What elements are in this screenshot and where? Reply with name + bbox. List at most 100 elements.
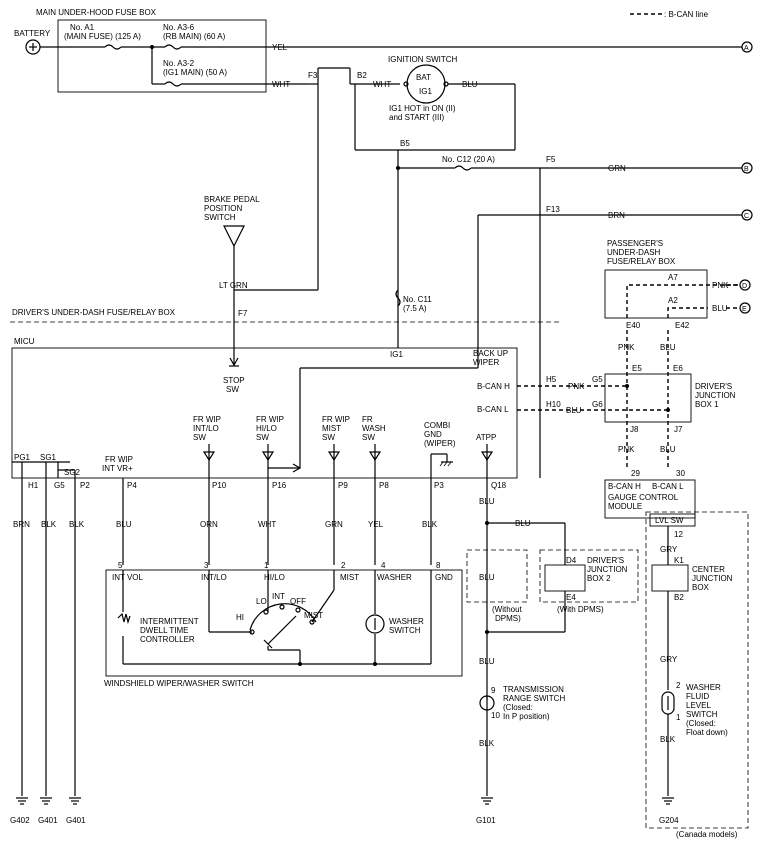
trs-4: In P position) bbox=[503, 712, 550, 721]
backup-wiper-2: WIPER bbox=[473, 358, 499, 367]
term-int-vol: INT VOL bbox=[112, 573, 144, 582]
pin-h1: H1 bbox=[28, 481, 39, 490]
canada-label: (Canada models) bbox=[676, 830, 738, 839]
micu-label: MICU bbox=[14, 337, 35, 346]
cjb-1: CENTER bbox=[692, 565, 725, 574]
conn-pg1: PG1 bbox=[14, 453, 31, 462]
pos-int: INT bbox=[272, 592, 285, 601]
ignition-switch-icon bbox=[406, 64, 446, 104]
pin-p8: P8 bbox=[379, 481, 389, 490]
dwell-3: CONTROLLER bbox=[140, 635, 195, 644]
wfl-6: Float down) bbox=[686, 728, 728, 737]
conn-e42: E42 bbox=[675, 321, 690, 330]
wire-label-yel: YEL bbox=[368, 520, 384, 529]
conn-sg1: SG1 bbox=[40, 453, 57, 462]
rotary-contact-icon bbox=[267, 615, 297, 645]
connector-e: E bbox=[739, 302, 751, 314]
conn-9: 9 bbox=[491, 686, 496, 695]
with-dpms-box bbox=[539, 549, 639, 603]
ground-g401b: G401 bbox=[66, 816, 86, 825]
wire-label-wht-p16: WHT bbox=[258, 520, 276, 529]
wire-label-blk-1: BLK bbox=[41, 520, 57, 529]
in-intlo-1: FR WIP bbox=[193, 415, 221, 424]
pos-off: OFF bbox=[290, 597, 306, 606]
fuse-a36-desc: (RB MAIN) (60 A) bbox=[163, 32, 226, 41]
ignition-note-1: IG1 HOT in ON (II) bbox=[389, 104, 456, 113]
conn-a2: A2 bbox=[668, 296, 678, 305]
fuse-a32-number: No. A3-2 bbox=[163, 59, 195, 68]
fuse-a36-icon bbox=[164, 44, 182, 50]
svg-text:2: 2 bbox=[341, 561, 346, 570]
fuse-c11-value: (7.5 A) bbox=[403, 304, 427, 313]
wire-wht-label-1: WHT bbox=[272, 80, 290, 89]
in-intlo-2: INT/LO bbox=[193, 424, 219, 433]
svg-text:D: D bbox=[742, 283, 747, 290]
wire-label-blk-2: BLK bbox=[69, 520, 85, 529]
cjb-3: BOX bbox=[692, 583, 710, 592]
wire-label-brn: BRN bbox=[13, 520, 30, 529]
gauge-1: GAUGE CONTROL bbox=[608, 493, 679, 502]
conn-29: 29 bbox=[631, 469, 640, 478]
in-wash-3: SW bbox=[362, 433, 375, 442]
bcan-djb1: PNK BLU E5 E6 J8 J7 DRIVER'S JUNCTION BO… bbox=[517, 330, 736, 470]
dwell-resistor-icon bbox=[117, 612, 131, 625]
without-dpms-2: DPMS) bbox=[495, 614, 521, 623]
conn-1w: 1 bbox=[676, 713, 681, 722]
svg-text:E: E bbox=[742, 306, 747, 313]
washer-sw-1: WASHER bbox=[389, 617, 424, 626]
wire-label-blk-p3: BLK bbox=[422, 520, 438, 529]
fuse-a1-desc: (MAIN FUSE) (125 A) bbox=[64, 32, 141, 41]
passenger-2: UNDER-DASH bbox=[607, 248, 661, 257]
cjb-2: JUNCTION bbox=[692, 574, 733, 583]
ground-g402-icon bbox=[16, 797, 28, 805]
wire-label-blu-dpms: BLU bbox=[515, 519, 531, 528]
conn-e6: E6 bbox=[673, 364, 683, 373]
svg-text:A: A bbox=[744, 45, 749, 52]
dpms-circuit: BLU BLU (Without DPMS) (With DPMS) D4 E4… bbox=[466, 519, 639, 796]
conn-10: 10 bbox=[491, 711, 500, 720]
pin-p2: P2 bbox=[80, 481, 90, 490]
cjb-box bbox=[651, 564, 689, 592]
fuse-a1-icon bbox=[104, 44, 122, 50]
conn-a7: A7 bbox=[668, 273, 678, 282]
wire-label-pnk-3: PNK bbox=[618, 445, 635, 454]
bcanl-label: B-CAN L bbox=[477, 405, 509, 414]
conn-sg2: SG2 bbox=[64, 468, 81, 477]
main-fuse-box: MAIN UNDER-HOOD FUSE BOX BATTERY No. A1 … bbox=[14, 8, 742, 93]
wire-label-blk-trs: BLK bbox=[479, 739, 495, 748]
pin-q18: Q18 bbox=[491, 481, 507, 490]
trs-2: RANGE SWITCH bbox=[503, 694, 565, 703]
ground-g401a: G401 bbox=[38, 816, 58, 825]
wfl-2: FLUID bbox=[686, 692, 709, 701]
dwell-1: INTERMITTENT bbox=[140, 617, 199, 626]
backup-wiper-1: BACK UP bbox=[473, 349, 508, 358]
driver-box-title: DRIVER'S UNDER-DASH FUSE/RELAY BOX bbox=[12, 308, 176, 317]
connector-b: B bbox=[741, 162, 753, 174]
dwell-2: DWELL TIME bbox=[140, 626, 188, 635]
passenger-3: FUSE/RELAY BOX bbox=[607, 257, 676, 266]
ignition-bat: BAT bbox=[416, 73, 431, 82]
wire-brn-label-1: BRN bbox=[608, 211, 625, 220]
rotary-arc bbox=[249, 603, 317, 631]
micu-ig1: IG1 bbox=[390, 350, 403, 359]
in-intlo-3: SW bbox=[193, 433, 206, 442]
conn-e4: E4 bbox=[566, 593, 576, 602]
wfl-1: WASHER bbox=[686, 683, 721, 692]
wire-label-blu-5: BLU bbox=[660, 445, 676, 454]
ground-g101-icon bbox=[481, 797, 493, 805]
term-gnd: GND bbox=[435, 573, 453, 582]
ground-g204-icon bbox=[662, 797, 674, 805]
wire-label-orn: ORN bbox=[200, 520, 218, 529]
brake-switch: BRAKE PEDAL POSITION SWITCH LT GRN F7 ST… bbox=[204, 195, 260, 394]
wire-label-blu-p4: BLU bbox=[116, 520, 132, 529]
in-combi-3: (WIPER) bbox=[424, 439, 456, 448]
wire-blu-label-1: BLU bbox=[462, 80, 478, 89]
wire-label-blu-a2: BLU bbox=[712, 304, 728, 313]
wfl-5: (Closed: bbox=[686, 719, 716, 728]
wire-label-gry-2: GRY bbox=[660, 655, 678, 664]
passenger-1: PASSENGER'S bbox=[607, 239, 663, 248]
in-intvr-1: FR WIP bbox=[105, 455, 133, 464]
wire-label-grn-p9: GRN bbox=[325, 520, 343, 529]
term-hi-lo: HI/LO bbox=[264, 573, 285, 582]
